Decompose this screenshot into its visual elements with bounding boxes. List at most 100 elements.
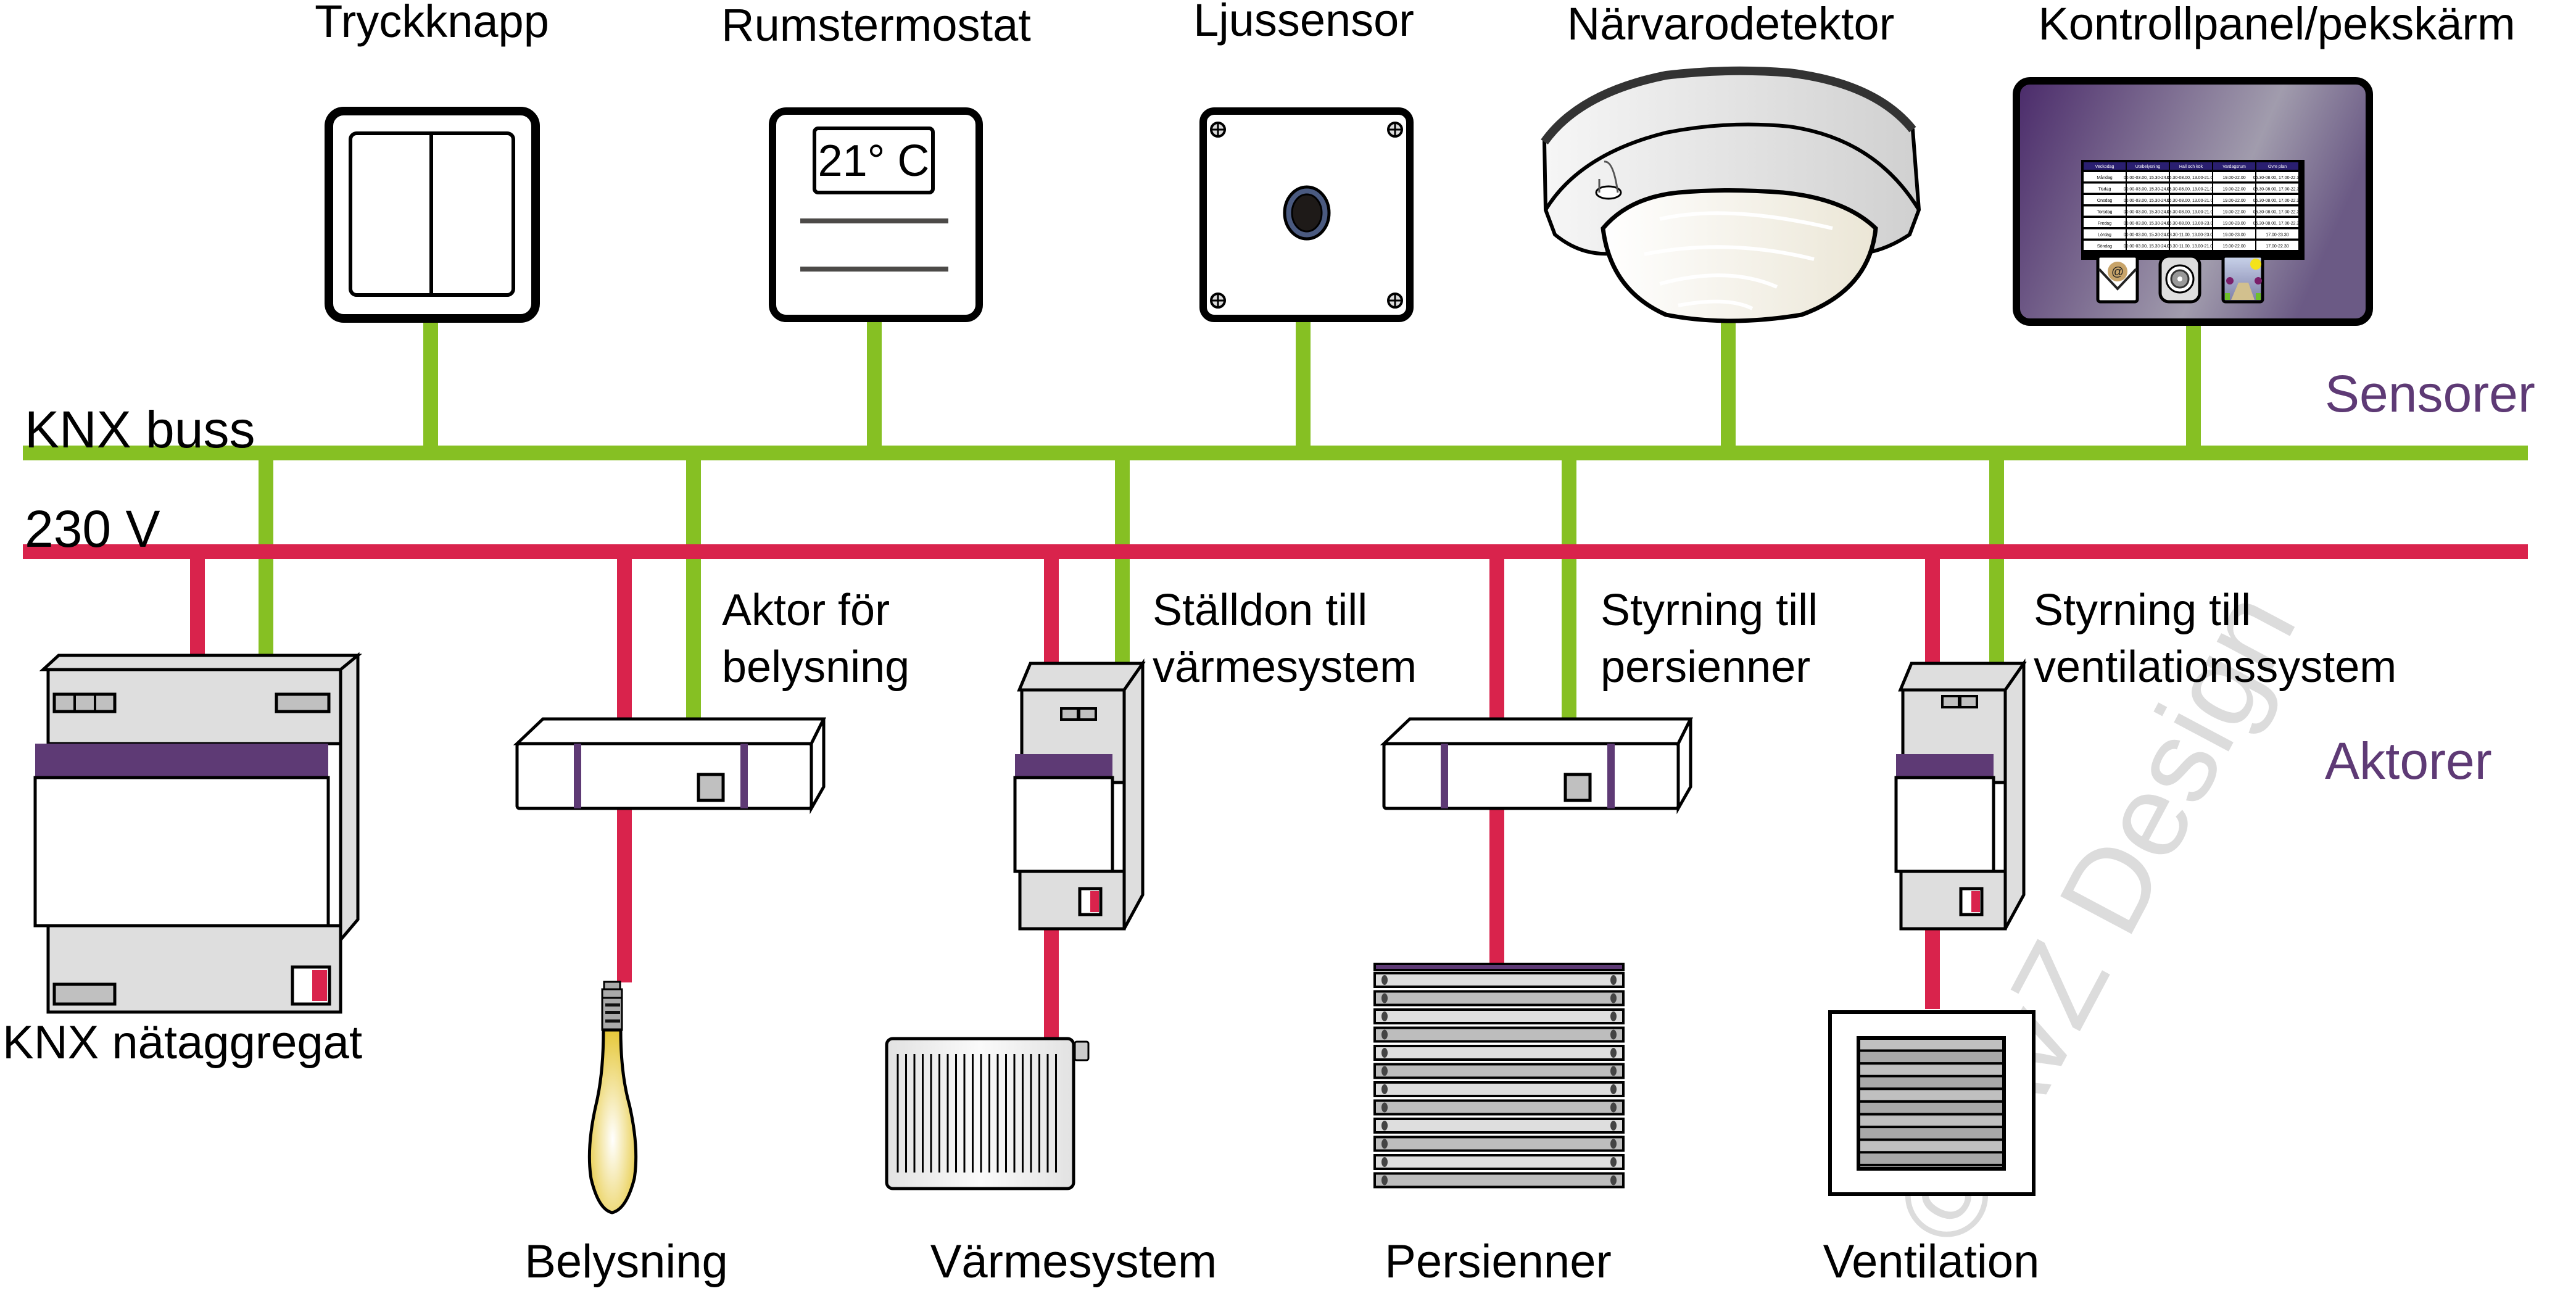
table-header-cell — [2213, 162, 2255, 170]
blind-cord — [1381, 1084, 1388, 1094]
table-cell — [2256, 241, 2298, 250]
bus-drop — [1115, 457, 1130, 663]
table-cell-text: 19.00-23.00 — [2222, 222, 2245, 226]
sensors-group-label: Sensorer — [2325, 365, 2535, 423]
bus-drop — [1562, 457, 1576, 719]
table-cell-text: 00.00-03.00, 15.30-24.00 — [2124, 222, 2172, 226]
sensor-label-narvarodetektor: Närvarodetektor — [1567, 0, 1895, 49]
light-sensor-icon — [1199, 107, 1414, 322]
table-cell-text: 06.30-08.00, 13.00-21.00 — [2167, 188, 2216, 192]
blind-slat — [1373, 1172, 1625, 1189]
table-cell — [2084, 218, 2126, 227]
table-cell-text: 00.00-03.00, 15.30-24.00 — [2124, 176, 2172, 180]
table-cell — [2213, 195, 2255, 204]
table-cell-text: Fredag — [2098, 222, 2111, 226]
table-cell-text: 06.30-08.00, 13.00-23.00 — [2167, 222, 2216, 226]
blind-slat — [1373, 1045, 1625, 1061]
table-header-cell — [2170, 162, 2212, 170]
garden-icon — [2250, 259, 2261, 270]
table-cell-text: 19.00-22.00 — [2222, 176, 2245, 180]
table-cell — [2213, 206, 2255, 216]
blind-slat — [1373, 972, 1625, 988]
garden-button[interactable] — [2221, 254, 2264, 304]
actuators-group-label: Aktorer — [2325, 732, 2492, 790]
table-cell — [2256, 183, 2298, 193]
blind-cord — [1610, 1084, 1617, 1094]
actuator-label-line2: belysning — [722, 642, 909, 692]
power-drop — [617, 810, 632, 982]
power-line-230v — [23, 544, 2528, 1039]
table-cell — [2170, 218, 2212, 227]
table-cell-text: Tisdag — [2098, 188, 2111, 192]
table-cell-text: 00.00-03.00, 15.30-24.00 — [2124, 233, 2172, 238]
svg-text:@: @ — [2111, 265, 2124, 279]
blind-slat — [1373, 1118, 1625, 1134]
blind-cord — [1381, 1139, 1388, 1149]
table-header-cell — [2084, 162, 2126, 170]
actuator-label-line2: värmesystem — [1153, 642, 1417, 692]
table-cell-text: Söndag — [2097, 244, 2112, 249]
blind-cord — [1610, 1175, 1617, 1185]
table-cell-text: 00.00-03.00, 15.30-24.00 — [2124, 244, 2172, 249]
presence-detector-icon — [1541, 66, 1921, 323]
table-cell — [2127, 183, 2169, 193]
blind-cord — [1610, 1048, 1617, 1058]
table-cell-text: 08.30-11.00, 13.00-23.00 — [2167, 233, 2215, 238]
blind-cord — [1610, 1139, 1617, 1149]
table-cell-text: 06.30-08.00, 17.00-22.30 — [2253, 199, 2302, 203]
switch-actuator-belysning — [513, 717, 827, 815]
vent-louvre — [1860, 1103, 2002, 1113]
table-header-text: Utebelysning — [2135, 165, 2161, 169]
actuator-label-line1: Aktor för — [722, 586, 890, 635]
blind-slat — [1373, 1154, 1625, 1170]
bus-drop — [1989, 457, 2004, 663]
table-header-text: Veckodag — [2095, 165, 2114, 169]
blind-cord — [1381, 1175, 1388, 1185]
actuator-label-line1: Styrning till — [2034, 586, 2251, 635]
power-drop — [190, 555, 205, 669]
table-cell-text: 19.00-22.00 — [2222, 199, 2245, 203]
email-button[interactable]: @ — [2096, 254, 2139, 304]
vent-louvre — [1860, 1040, 2002, 1050]
blind-slat — [1373, 1099, 1625, 1116]
blinds-icon — [1373, 963, 1625, 1189]
bus-drop — [1296, 320, 1311, 449]
power-drop — [1925, 929, 1940, 1009]
thermostat-icon: 21° C — [769, 107, 983, 322]
vent-louvre — [1860, 1154, 2002, 1164]
knx-bus — [23, 317, 2528, 719]
table-cell — [2127, 218, 2169, 227]
table-cell — [2213, 218, 2255, 227]
table-header-cell — [2256, 162, 2298, 170]
bus-drop — [1721, 317, 1736, 449]
din-actuator-varme — [1013, 658, 1146, 931]
table-cell — [2084, 195, 2126, 204]
vent-louvre — [1860, 1077, 2002, 1088]
vent-louvre — [1860, 1090, 2002, 1101]
knx-bus-label: KNX buss — [25, 401, 255, 459]
table-cell — [2170, 206, 2212, 216]
table-cell — [2170, 172, 2212, 181]
table-cell-text: 06.30-08.00, 17.00-22.30 — [2253, 176, 2302, 180]
speaker-button[interactable] — [2158, 254, 2201, 304]
blind-cord — [1610, 1102, 1617, 1113]
load-label-varmesystem: Värmesystem — [930, 1235, 1217, 1288]
blind-cord — [1610, 1029, 1617, 1040]
table-cell-text: 06.30-08.00, 13.00-21.00 — [2167, 199, 2216, 203]
vent-louvre — [1860, 1116, 2002, 1126]
table-header-text: Övre plan — [2268, 164, 2287, 169]
blind-cord — [1610, 1121, 1617, 1131]
table-cell — [2256, 206, 2298, 216]
power-supply-label: KNX nätaggregat — [2, 1016, 362, 1069]
ventilation-grille-icon — [1828, 1010, 2036, 1196]
radiator-icon — [885, 1037, 1090, 1190]
table-cell — [2256, 195, 2298, 204]
table-cell-text: 19.00-22.00 — [2222, 188, 2245, 192]
blind-slat — [1373, 990, 1625, 1007]
table-cell — [2127, 241, 2169, 250]
blind-cord — [1381, 1029, 1388, 1040]
sensor-label-rumstermostat: Rumstermostat — [721, 0, 1031, 51]
load-label-ventilation: Ventilation — [1823, 1235, 2040, 1288]
bus-drop — [2186, 321, 2201, 449]
table-cell — [2084, 183, 2126, 193]
